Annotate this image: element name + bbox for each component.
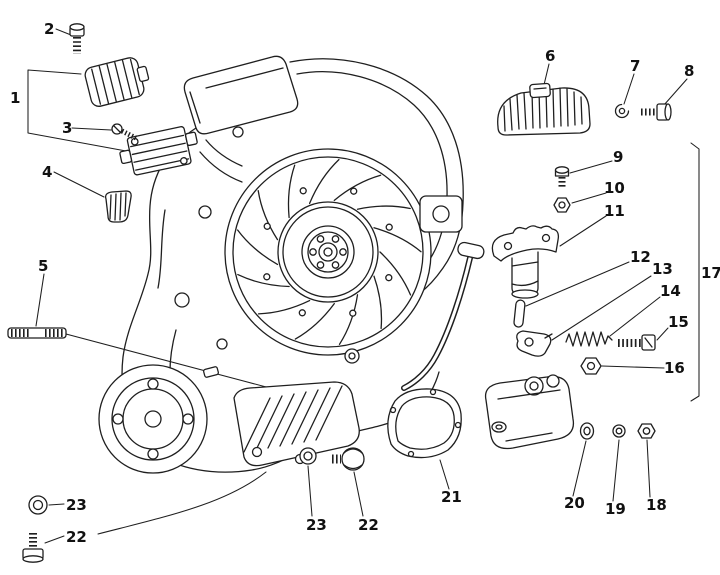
part-nut-16: [580, 357, 602, 375]
callout-label-20: 20: [564, 494, 585, 512]
callout-label-4: 4: [42, 163, 52, 181]
flywheel-blades: [236, 158, 422, 345]
part-bolt-9: [554, 166, 570, 189]
callout-label-17: 17: [701, 264, 720, 282]
callout-label-22-left: 22: [66, 528, 87, 546]
leader-lines: [27, 28, 700, 544]
callout-label-1: 1: [10, 89, 20, 107]
part-cam-lever-13: [516, 330, 553, 357]
flywheel-rivets: [263, 187, 393, 317]
part-screw-3: [111, 123, 138, 141]
engine-assembly: [65, 55, 485, 535]
part-nut-18: [637, 423, 656, 439]
part-washer-23-right: [299, 447, 317, 465]
case-fasteners: [174, 126, 360, 465]
callout-label-11: 11: [604, 202, 625, 220]
part-spring-14: [565, 331, 613, 347]
part-hex-bolt-8: [641, 103, 672, 121]
part-clip-washer-7: [614, 103, 630, 119]
callout-label-21: 21: [441, 488, 462, 506]
part-nut-10: [553, 197, 571, 213]
callout-label-6: 6: [545, 47, 555, 65]
callout-label-2: 2: [44, 20, 54, 38]
callout-label-16: 16: [664, 359, 685, 377]
part-gasket-21: [387, 388, 462, 459]
flywheel: [224, 148, 432, 356]
callout-label-8: 8: [684, 62, 694, 80]
group-bracket-17: [690, 142, 700, 402]
callout-label-7: 7: [630, 57, 640, 75]
callout-label-18: 18: [646, 496, 667, 514]
part-adjuster-screw-15: [618, 334, 656, 351]
intake-housing: [419, 195, 463, 233]
rear-hub: [98, 364, 208, 474]
callout-label-12: 12: [630, 248, 651, 266]
callout-label-22-right: 22: [358, 516, 379, 534]
callout-label-5: 5: [38, 257, 48, 275]
callout-label-19: 19: [605, 500, 626, 518]
part-drain-plug-22-left: [22, 533, 44, 563]
callout-label-13: 13: [652, 260, 673, 278]
part-washer-19: [612, 424, 626, 438]
callout-label-9: 9: [613, 148, 623, 166]
part-points-assembly-11: [491, 225, 560, 299]
part-hex-bolt-2: [69, 23, 85, 54]
engine-mount-bracket: [484, 374, 575, 450]
callout-labels: 2 1 3 4 5 6 7 8 9 10 11 12 13 14 15 16 1…: [10, 20, 720, 546]
callout-label-15: 15: [668, 313, 689, 331]
part-pin-12: [513, 299, 526, 328]
part-rubber-grommet-4: [104, 190, 132, 223]
flywheel-hub-bolts: [309, 235, 347, 269]
part-rectifier-1b: [119, 126, 198, 176]
part-fan-cowl-cap-6: [497, 82, 591, 136]
kickstart-lever: [401, 241, 485, 391]
part-washer-20: [579, 422, 595, 440]
callout-label-10: 10: [604, 179, 625, 197]
callout-label-23-left: 23: [66, 496, 87, 514]
part-washer-23-left: [28, 495, 48, 515]
cylinder-head-cover: [183, 55, 299, 135]
callout-label-23-right: 23: [306, 516, 327, 534]
part-stud-5: [7, 327, 67, 339]
cooling-shroud: [289, 58, 464, 294]
part-voltage-regulator-1a: [84, 57, 150, 107]
drain-plug-guide-line: [97, 471, 267, 535]
callout-label-14: 14: [660, 282, 681, 300]
part-dome-plug-22-right: [332, 447, 365, 471]
callout-label-3: 3: [62, 119, 72, 137]
gear-cover-fins: [233, 381, 360, 467]
